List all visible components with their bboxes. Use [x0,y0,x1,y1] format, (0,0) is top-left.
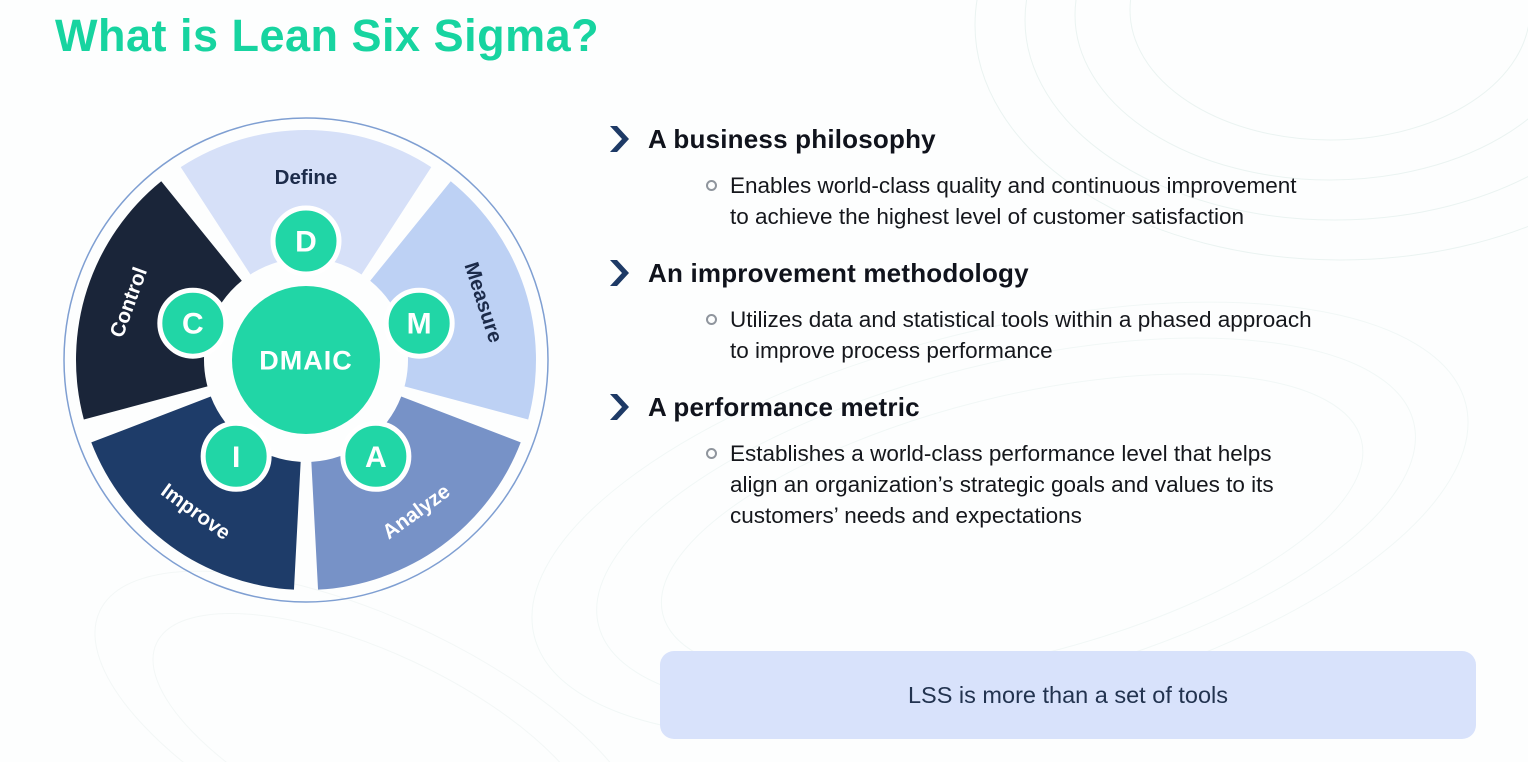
node-circle-m [383,287,455,359]
bullet-line: Utilizes data and statistical tools with… [730,307,1312,332]
chevron-right-icon [610,126,629,152]
segment-measure [370,181,536,420]
node-circle-i [200,420,272,492]
node-letter-d: D [295,226,317,259]
banner-text: LSS is more than a set of tools [907,681,1229,708]
bullet-line: to improve process performance [730,338,1053,363]
node-circle-a [340,420,412,492]
bullet-line: Establishes a world-class performance le… [730,441,1272,466]
bullet-point: Enables world-class quality and continuo… [706,170,1470,232]
chevron-right-icon [610,394,629,420]
section-performance-metric: A performance metric Establishes a world… [610,390,1470,531]
bullet-line: Enables world-class quality and continuo… [730,173,1297,198]
section-improvement-methodology: An improvement methodology Utilizes data… [610,256,1470,366]
section-heading: A business philosophy [648,123,936,154]
bullet-point: Establishes a world-class performance le… [706,438,1470,531]
bullet-ring-icon [706,448,717,459]
segment-analyze [311,396,521,590]
bullet-line: to achieve the highest level of customer… [730,204,1245,229]
chevron-right-icon [610,260,629,286]
section-heading: A performance metric [648,391,920,422]
node-circle-d [270,205,342,277]
outer-ring [63,117,549,603]
segment-control [76,181,242,420]
node-letter-m: M [407,308,432,341]
center-label: DMAIC [259,345,353,375]
node-circle-c [157,287,229,359]
summary-banner: LSS is more than a set of tools [660,651,1476,739]
bullet-line: align an organization’s strategic goals … [730,472,1274,497]
node-letter-i: I [232,441,240,474]
bullet-point: Utilizes data and statistical tools with… [706,304,1470,366]
section-heading: An improvement methodology [648,257,1029,288]
section-business-philosophy: A business philosophy Enables world-clas… [610,122,1470,232]
dmaic-wheel-diagram: Define Measure Analyze Improve Control D… [56,110,556,610]
page-title: What is Lean Six Sigma? [55,10,600,61]
center-circle [232,286,380,434]
bullet-line: customers’ needs and expectations [730,503,1082,528]
node-letter-c: C [182,308,204,341]
node-letter-a: A [365,441,387,474]
bullet-ring-icon [706,180,717,191]
segment-label-define: Define [275,166,338,189]
bullet-ring-icon [706,314,717,325]
segment-improve [91,396,301,590]
segment-define [180,130,432,275]
